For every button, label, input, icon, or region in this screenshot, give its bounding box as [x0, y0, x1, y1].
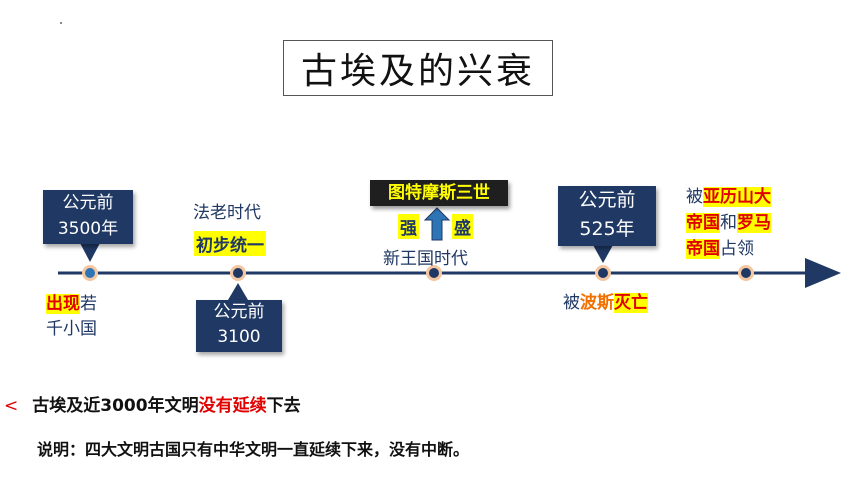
highlight-text: 出现 — [46, 294, 80, 314]
note-red-text: 没有延续 — [198, 396, 267, 416]
highlight-text: 亚历山大 — [703, 187, 771, 207]
highlight-text: 罗马 — [737, 213, 771, 233]
highlight-text: 帝国 — [686, 239, 720, 259]
decorative-dot — [60, 22, 62, 24]
timeline-node-occupied — [738, 265, 754, 281]
event-box-line: 525年 — [579, 218, 635, 240]
callout-pointer-e2 — [228, 283, 248, 300]
event-box-line: 公元前 — [62, 193, 114, 213]
note-line-2: 说明：四大文明古国只有中华文明一直延续下来，没有中断。 — [37, 440, 470, 459]
event-box-line: 3500年 — [57, 219, 119, 239]
highlight-text: 灭亡 — [614, 293, 648, 313]
event-box-line: 公元前 — [578, 189, 636, 211]
label-text: 占领 — [720, 239, 754, 259]
label-text: 被 — [686, 187, 703, 207]
event-label-occupied: 被亚历山大 帝国和罗马 帝国占领 — [686, 184, 771, 262]
rise-arrow-icon — [423, 207, 451, 241]
highlight-text: 帝国 — [686, 213, 720, 233]
timeline-node-3500bc — [82, 265, 98, 281]
event-box-line: 公元前 — [213, 302, 265, 322]
event-box-3500bc: 公元前 3500年 — [43, 190, 133, 244]
bullet-marker-icon: < — [4, 396, 19, 416]
event-label-new-kingdom: 新王国时代 — [383, 249, 468, 269]
page-title: 古埃及的兴衰 — [283, 40, 553, 96]
banner-thutmose-iii: 图特摩斯三世 — [370, 180, 508, 206]
callout-pointer-e4 — [593, 245, 613, 263]
label-text: 千小国 — [46, 319, 97, 339]
event-box-line: 3100 — [217, 327, 261, 347]
event-label-persia: 被波斯灭亡 — [563, 288, 648, 313]
callout-pointer-e1 — [80, 243, 100, 262]
label-text: 若 — [80, 294, 97, 314]
orange-text: 波斯 — [580, 293, 614, 313]
highlight-strong: 强 — [398, 214, 419, 239]
timeline-node-3100bc — [230, 265, 246, 281]
timeline-node-525bc — [595, 265, 611, 281]
note-line-1: < 古埃及近3000年文明没有延续下去 — [4, 391, 301, 416]
label-text: 被 — [563, 293, 580, 313]
highlight-initial-unification: 初步统一 — [194, 231, 266, 256]
note-text: 3000 — [100, 396, 148, 416]
event-label-3500bc: 出现若 千小国 — [46, 292, 97, 342]
event-label-pharaoh-era: 法老时代 — [193, 203, 261, 223]
note-text: 下去 — [266, 396, 301, 416]
event-box-525bc: 公元前 525年 — [558, 186, 656, 246]
note-text: 古埃及近 — [32, 396, 101, 416]
event-box-3100bc: 公元前 3100 — [196, 300, 282, 352]
label-text: 和 — [720, 213, 737, 233]
highlight-prosperous: 盛 — [452, 214, 473, 239]
timeline-node-new-kingdom — [426, 265, 442, 281]
note-text: 年文明 — [147, 396, 199, 416]
